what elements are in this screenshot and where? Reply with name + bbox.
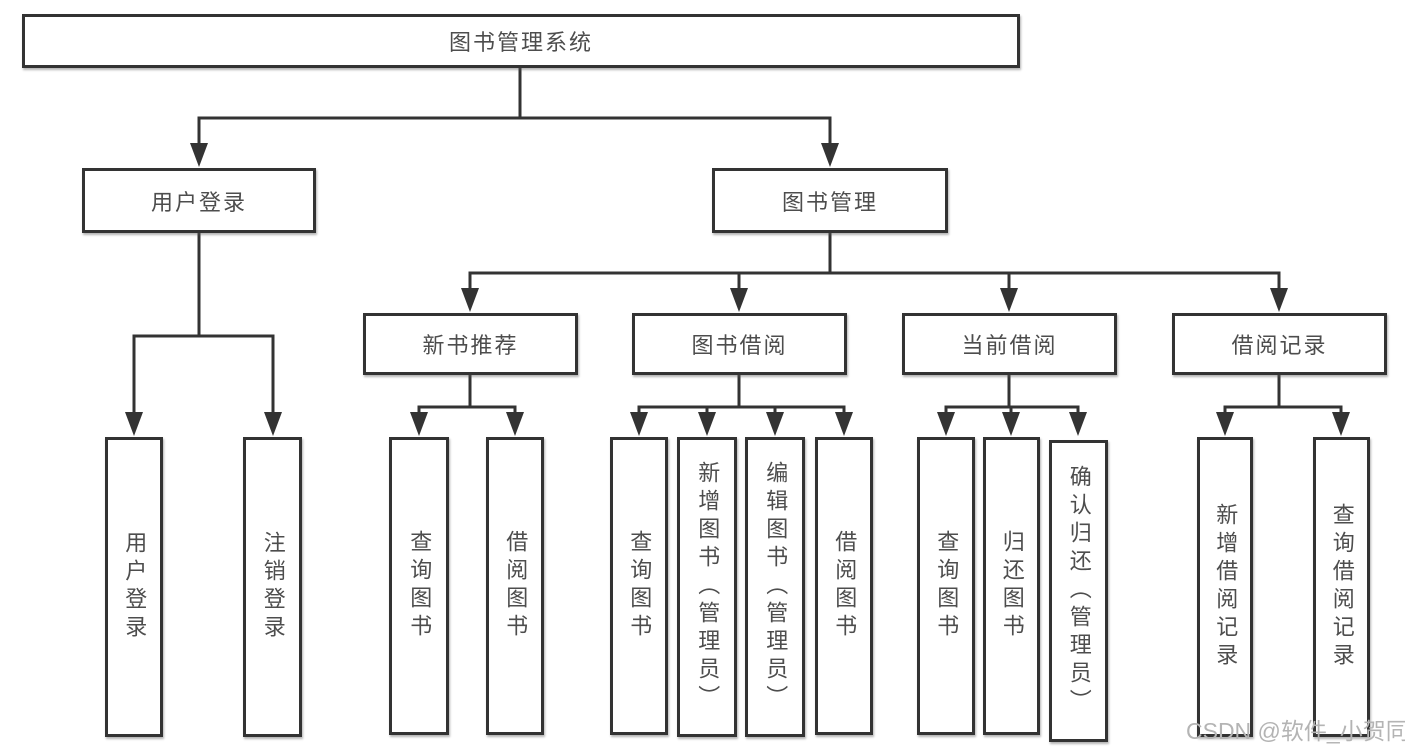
connector-newbookrec-to-leaves [410, 375, 524, 436]
node-leaf-add-borrow-record: 新增借阅记录 [1197, 437, 1253, 737]
node-leaf-query-book-current-label: 查询图书 [934, 530, 960, 642]
node-leaf-edit-book-admin-label: 编辑图书（管理员） [763, 461, 789, 713]
node-leaf-add-book-admin-label: 新增图书（管理员） [695, 461, 721, 713]
node-root: 图书管理系统 [22, 14, 1020, 68]
node-leaf-borrow-book-borrow: 借阅图书 [815, 437, 873, 735]
node-leaf-confirm-return-admin-label: 确认归还（管理员） [1066, 465, 1092, 717]
node-borrow-record-label: 借阅记录 [1231, 333, 1328, 358]
node-current-borrow: 当前借阅 [902, 313, 1117, 375]
connector-bookborrow-to-leaves [630, 375, 853, 436]
node-leaf-logout: 注销登录 [243, 437, 302, 737]
connector-root-to-level2 [190, 68, 839, 167]
node-leaf-borrow-book-rec: 借阅图书 [486, 437, 544, 735]
node-leaf-return-book: 归还图书 [983, 437, 1040, 735]
connector-userlogin-to-leaves [125, 233, 282, 436]
node-leaf-confirm-return-admin: 确认归还（管理员） [1049, 440, 1108, 742]
node-current-borrow-label: 当前借阅 [961, 333, 1058, 358]
node-leaf-edit-book-admin: 编辑图书（管理员） [745, 437, 805, 737]
node-leaf-query-book-rec: 查询图书 [389, 437, 449, 735]
node-leaf-query-borrow-record: 查询借阅记录 [1313, 437, 1370, 737]
node-user-login: 用户登录 [82, 168, 316, 233]
node-book-management: 图书管理 [712, 168, 948, 233]
node-user-login-label: 用户登录 [150, 189, 247, 215]
node-leaf-user-login-label: 用户登录 [122, 531, 148, 643]
node-book-borrow-label: 图书借阅 [691, 333, 788, 358]
node-book-borrow: 图书借阅 [632, 313, 847, 375]
node-leaf-query-borrow-record-label: 查询借阅记录 [1329, 503, 1355, 671]
node-borrow-record: 借阅记录 [1172, 313, 1387, 375]
node-root-label: 图书管理系统 [448, 30, 593, 55]
csdn-watermark: CSDN @软件_小贺同学 [1186, 718, 1405, 744]
node-leaf-add-borrow-record-label: 新增借阅记录 [1213, 503, 1239, 671]
node-leaf-query-book-current: 查询图书 [917, 437, 975, 735]
node-leaf-borrow-book-borrow-label: 借阅图书 [832, 530, 858, 642]
connector-bookmgmt-to-level3 [461, 233, 1288, 312]
node-leaf-query-book-borrow: 查询图书 [610, 437, 668, 735]
node-book-management-label: 图书管理 [781, 189, 878, 215]
connector-currentborrow-to-leaves [937, 375, 1087, 436]
node-new-book-recommend: 新书推荐 [363, 313, 578, 375]
node-new-book-recommend-label: 新书推荐 [422, 333, 519, 358]
node-leaf-query-book-rec-label: 查询图书 [407, 530, 433, 642]
node-leaf-borrow-book-rec-label: 借阅图书 [503, 530, 529, 642]
connector-borrowrecord-to-leaves [1216, 375, 1350, 436]
node-leaf-user-login: 用户登录 [105, 437, 163, 737]
node-leaf-add-book-admin: 新增图书（管理员） [677, 437, 737, 737]
node-leaf-return-book-label: 归还图书 [999, 530, 1025, 642]
node-leaf-logout-label: 注销登录 [260, 531, 286, 643]
node-leaf-query-book-borrow-label: 查询图书 [627, 530, 653, 642]
